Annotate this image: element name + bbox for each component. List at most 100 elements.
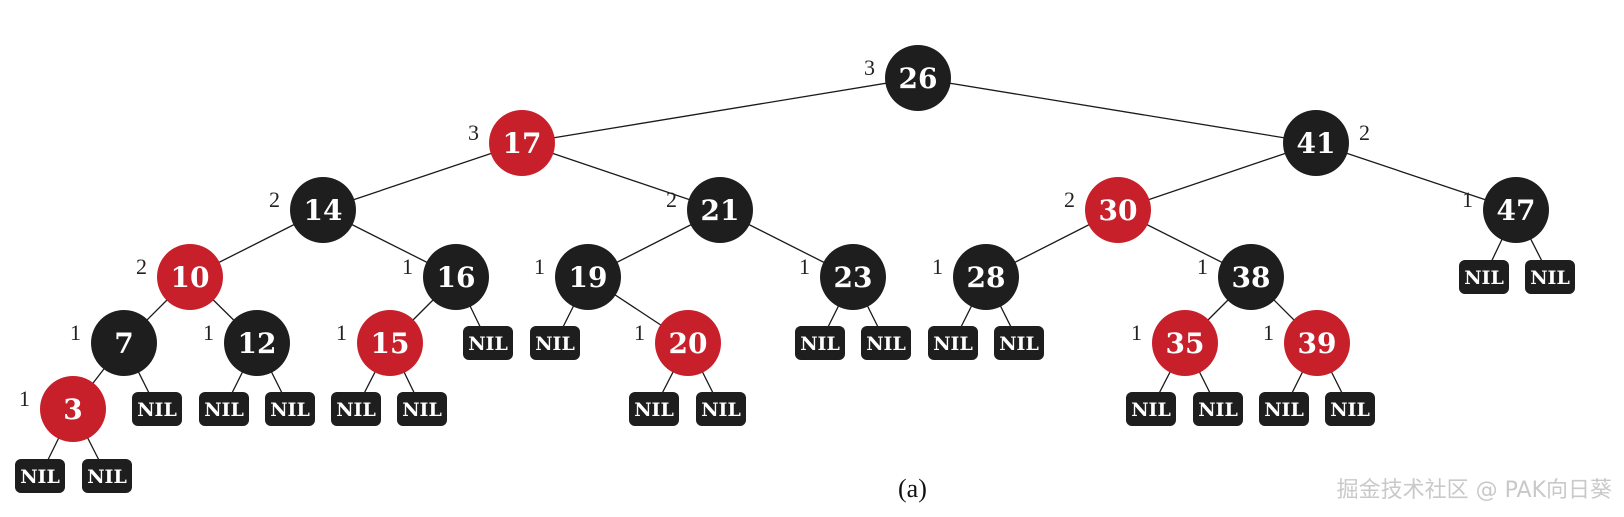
nil-leaf: NIL	[629, 392, 679, 426]
node-key: 16	[437, 261, 476, 294]
nil-label: NIL	[87, 466, 127, 488]
tree-node-7: 71	[70, 310, 157, 376]
tree-node-28: 28 1	[932, 244, 1019, 310]
node-circle	[555, 244, 621, 310]
node-key: 17	[503, 127, 542, 160]
nil-leaf: NIL	[397, 392, 447, 426]
nil-leaf: NIL	[463, 326, 513, 360]
nil-box	[629, 392, 679, 426]
tree-node-19: 191	[534, 244, 621, 310]
black-height-label: 2	[1064, 187, 1075, 212]
nil-label: NIL	[866, 333, 906, 355]
black-height-label: 1	[1462, 187, 1473, 212]
nil-label: NIL	[634, 399, 674, 421]
node-key: 35	[1166, 327, 1205, 360]
nil-leaf: NIL	[696, 392, 746, 426]
nil-label: NIL	[1131, 399, 1171, 421]
tree-node-38: 381	[1197, 244, 1284, 310]
black-height-label: 1	[932, 254, 943, 279]
nil-box	[928, 326, 978, 360]
nil-label: NIL	[1330, 399, 1370, 421]
node-key: 21	[701, 194, 740, 227]
nil-leaf: NIL	[1459, 260, 1509, 294]
node-key: 14	[304, 194, 343, 227]
nil-leaf: NIL	[132, 392, 182, 426]
node-key: 3	[63, 393, 82, 426]
node-circle	[885, 45, 951, 111]
tree-node-26: 263	[864, 45, 951, 111]
nil-leaf: NIL	[928, 326, 978, 360]
tree-node-12: 121	[203, 310, 290, 376]
nil-leaf: NIL	[795, 326, 845, 360]
nil-box	[696, 392, 746, 426]
nil-label: NIL	[204, 399, 244, 421]
tree-node-35: 351	[1131, 310, 1218, 376]
node-circle	[1283, 110, 1349, 176]
nil-box	[1459, 260, 1509, 294]
nil-box	[397, 392, 447, 426]
black-height-label: 1	[70, 320, 81, 345]
node-key: 19	[569, 261, 608, 294]
black-height-label: 1	[203, 320, 214, 345]
nil-label: NIL	[999, 333, 1039, 355]
figure-caption: (a)	[898, 474, 927, 503]
tree-node-10: 102	[136, 244, 223, 310]
nil-leaf: NIL	[1325, 392, 1375, 426]
nil-leaf: NIL	[199, 392, 249, 426]
node-key: 28	[967, 261, 1006, 294]
node-key: 38	[1232, 261, 1271, 294]
nil-box	[331, 392, 381, 426]
nil-leaf: NIL	[1126, 392, 1176, 426]
black-height-label: 2	[269, 187, 280, 212]
black-height-label: 1	[634, 320, 645, 345]
nil-box	[1259, 392, 1309, 426]
nil-label: NIL	[535, 333, 575, 355]
nil-box	[132, 392, 182, 426]
nil-label: NIL	[402, 399, 442, 421]
black-height-label: 1	[799, 254, 810, 279]
node-circle	[820, 244, 886, 310]
node-circle	[1284, 310, 1350, 376]
node-key: 10	[171, 261, 210, 294]
tree-node-30: 302	[1064, 177, 1151, 243]
nil-label: NIL	[1198, 399, 1238, 421]
nil-leaf: NIL	[1193, 392, 1243, 426]
nil-label: NIL	[1530, 267, 1570, 289]
nil-label: NIL	[1464, 267, 1504, 289]
nil-box	[463, 326, 513, 360]
node-key: 39	[1298, 327, 1337, 360]
node-key: 15	[371, 327, 410, 360]
tree-node-15: 15 1	[336, 310, 423, 376]
node-circle	[1218, 244, 1284, 310]
node-key: 41	[1297, 127, 1336, 160]
node-circle	[1483, 177, 1549, 243]
tree-node-16: 161	[402, 244, 489, 310]
tree-node-20: 201	[634, 310, 721, 376]
nil-label: NIL	[701, 399, 741, 421]
nil-leaf: NIL	[530, 326, 580, 360]
tree-edge	[917, 77, 1317, 144]
nil-leaf: NIL	[994, 326, 1044, 360]
nil-leaf: NIL	[861, 326, 911, 360]
tree-node-23: 231	[799, 244, 886, 310]
tree-edge	[521, 142, 721, 211]
nil-label: NIL	[336, 399, 376, 421]
nil-label: NIL	[270, 399, 310, 421]
black-height-label: 3	[864, 55, 875, 80]
black-height-label: 1	[19, 386, 30, 411]
nil-label: NIL	[800, 333, 840, 355]
black-height-label: 1	[336, 320, 347, 345]
nil-box	[994, 326, 1044, 360]
black-height-label: 3	[468, 120, 479, 145]
node-circle	[489, 110, 555, 176]
tree-node-17: 17 3	[468, 110, 555, 176]
nil-box	[199, 392, 249, 426]
tree-edge	[322, 142, 523, 211]
nil-leaf: NIL	[1259, 392, 1309, 426]
watermark: 掘金技术社区 @ PAK向日葵	[1336, 478, 1612, 503]
nil-leaf: NIL	[1525, 260, 1575, 294]
node-circle	[655, 310, 721, 376]
